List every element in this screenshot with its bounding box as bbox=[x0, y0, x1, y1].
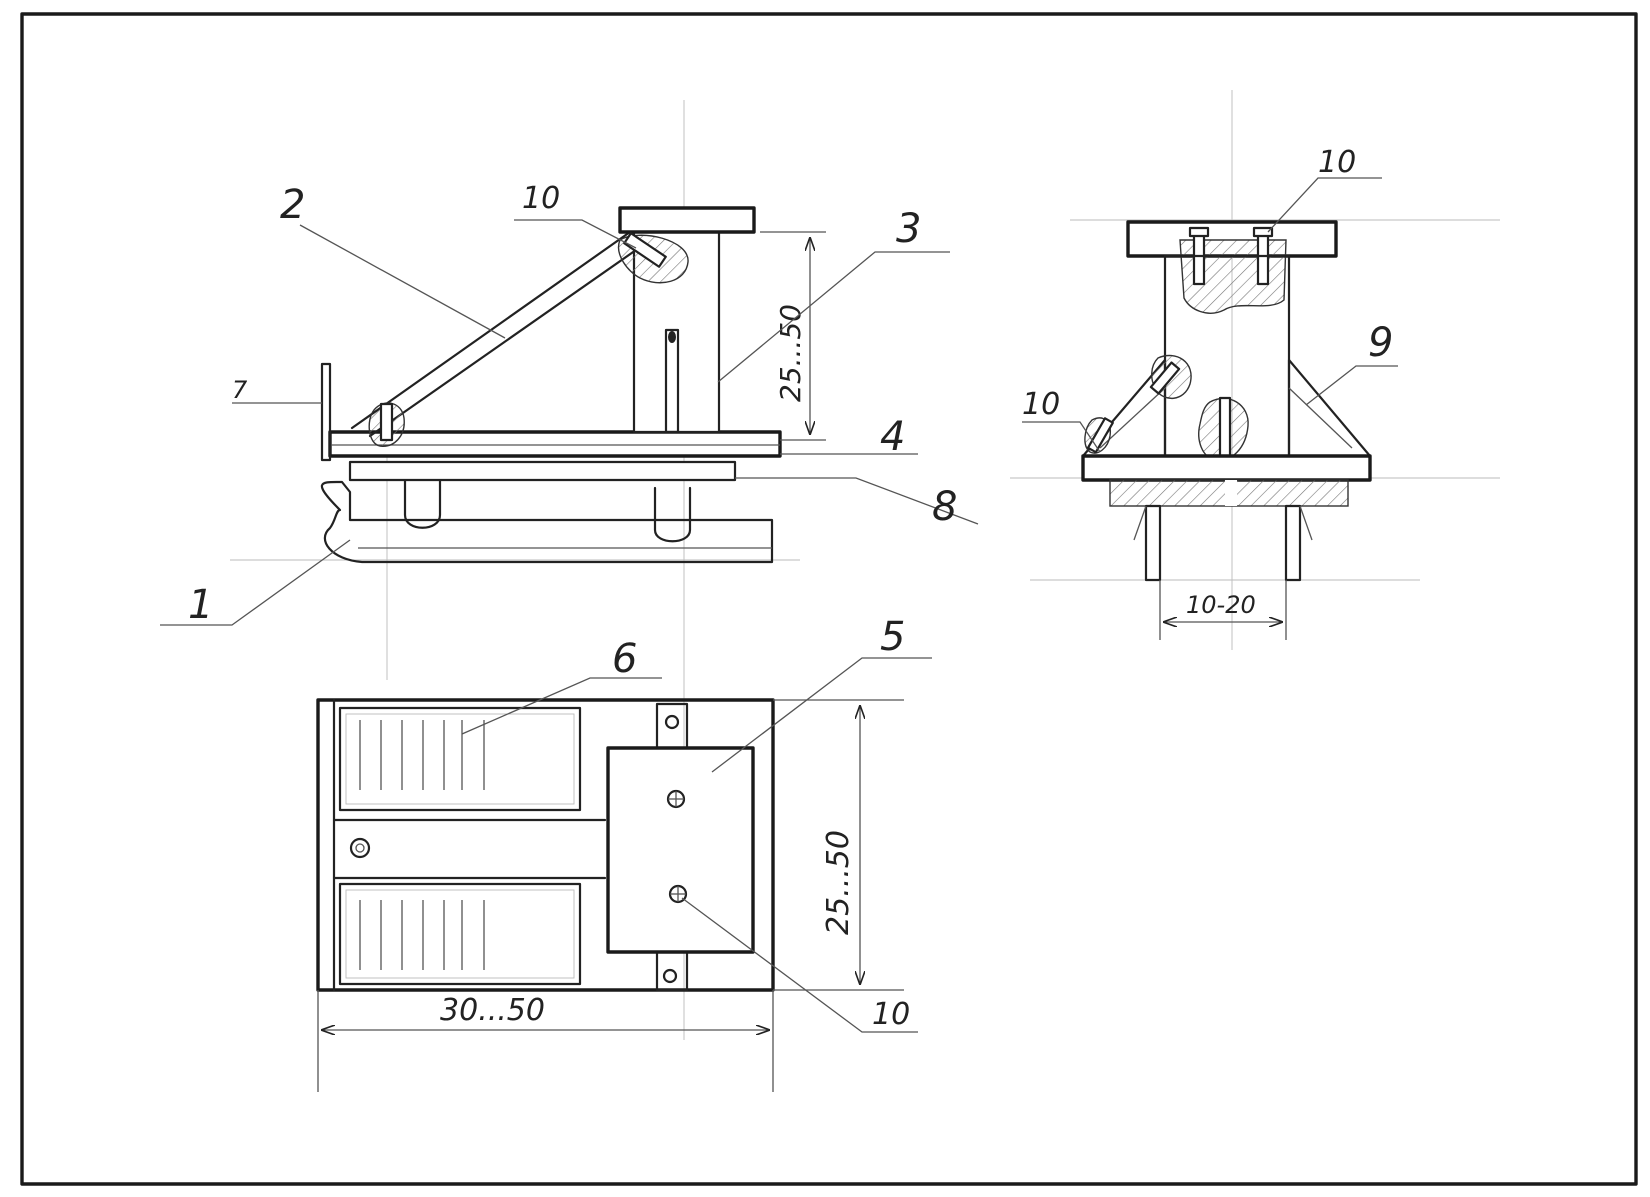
front-base-beam bbox=[1081, 454, 1372, 482]
plan-view-leaders bbox=[461, 657, 932, 1033]
callout-2: 2 bbox=[280, 182, 305, 228]
callout-9: 9 bbox=[1368, 320, 1393, 366]
plan-panel-top bbox=[338, 706, 582, 812]
front-view bbox=[1081, 220, 1372, 640]
top-plate bbox=[618, 206, 756, 234]
screw-lower bbox=[379, 402, 394, 442]
sheet-frame bbox=[20, 12, 1638, 1186]
plan-frame bbox=[316, 698, 775, 992]
screw-upper bbox=[623, 232, 667, 268]
plan-screw-left bbox=[349, 837, 371, 859]
bracket-7 bbox=[320, 362, 332, 462]
callout-10-plan: 10 bbox=[872, 997, 910, 1032]
post-slot bbox=[664, 328, 680, 434]
plan-slots-top bbox=[359, 720, 485, 790]
callout-10-front-side: 10 bbox=[1022, 387, 1060, 422]
beam-4 bbox=[328, 430, 782, 458]
hook-part bbox=[320, 480, 774, 564]
callout-6: 6 bbox=[612, 636, 637, 682]
front-pin-right bbox=[1284, 504, 1302, 582]
callout-4: 4 bbox=[880, 414, 905, 460]
gusset-right bbox=[1287, 358, 1372, 458]
plan-view bbox=[316, 698, 904, 1092]
dim-side-height: 25...50 bbox=[774, 304, 807, 402]
bar-8 bbox=[348, 460, 737, 482]
front-pin-left bbox=[1144, 504, 1162, 582]
side-view bbox=[320, 206, 826, 564]
dim-plan-height: 25...50 bbox=[821, 830, 856, 935]
hanger-right bbox=[653, 486, 692, 543]
callout-10-front-top: 10 bbox=[1318, 145, 1356, 180]
dim-plan-width: 30...50 bbox=[440, 993, 545, 1028]
hanger-left bbox=[403, 476, 442, 529]
side-view-leaders bbox=[160, 219, 979, 626]
plan-plate-5 bbox=[606, 746, 755, 954]
callout-8: 8 bbox=[932, 484, 957, 530]
callout-1: 1 bbox=[188, 582, 213, 628]
callout-7: 7 bbox=[232, 376, 248, 404]
dim-front-width: 10-20 bbox=[1186, 591, 1256, 619]
plan-slots-bottom bbox=[359, 900, 485, 970]
callout-5: 5 bbox=[880, 614, 905, 660]
callout-10-side: 10 bbox=[522, 181, 560, 216]
plan-panel-bottom bbox=[338, 882, 582, 986]
front-view-leaders bbox=[1022, 177, 1398, 453]
callout-3: 3 bbox=[896, 206, 921, 252]
